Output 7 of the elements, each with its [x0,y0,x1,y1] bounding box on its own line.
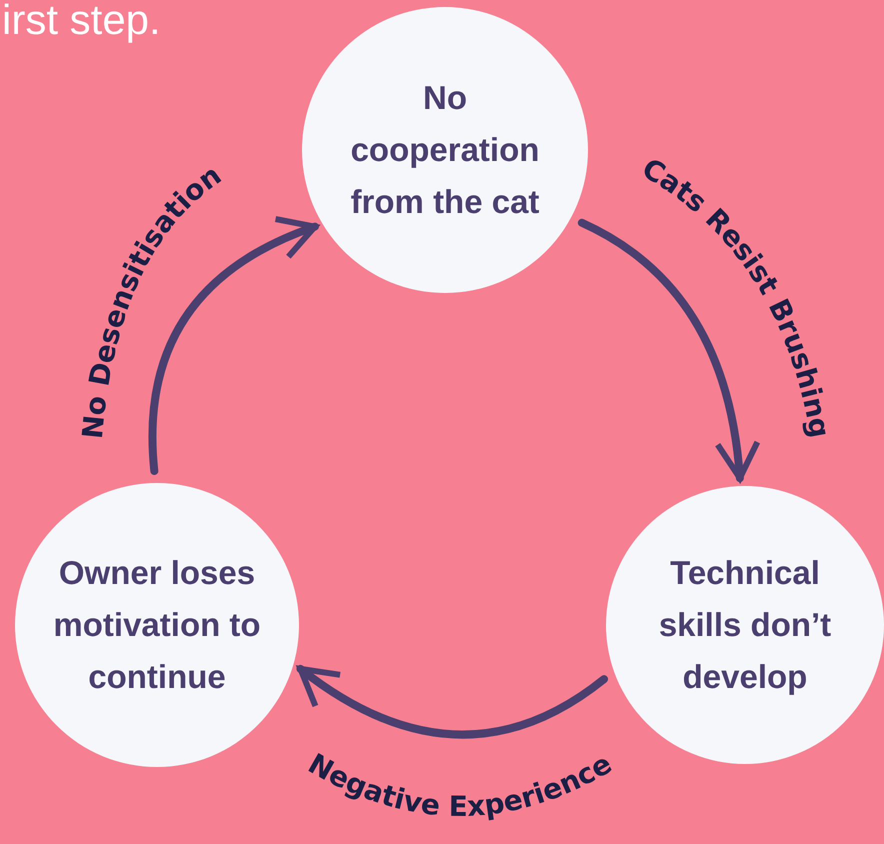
curved-arrow [296,664,608,738]
curved-arrow [578,218,758,482]
node-text: No cooperation from the cat [350,78,540,222]
heading-text: irst step. [2,0,161,44]
curved-arrow [148,218,319,476]
node-text: Owner loses motivation to continue [52,553,262,697]
node-text: Technical skills don’t develop [658,553,832,697]
